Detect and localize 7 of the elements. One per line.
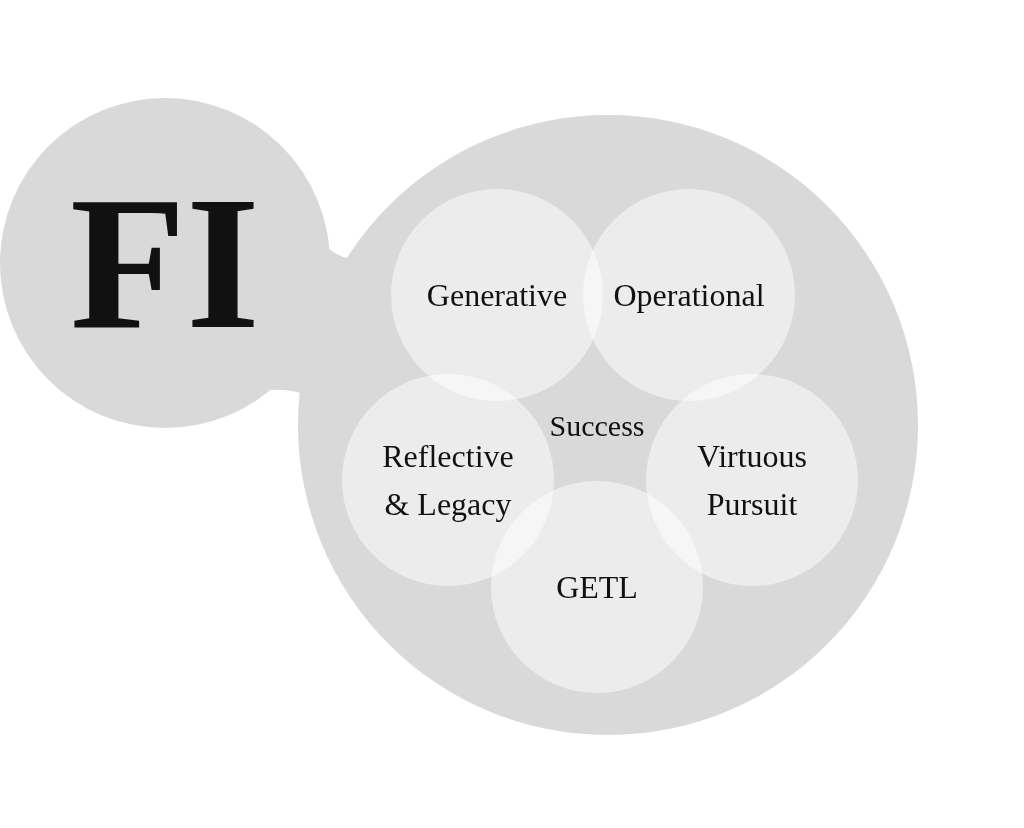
node-label: Success: [548, 407, 646, 444]
node-label: GETL: [555, 568, 639, 607]
node-label: Reflective & Legacy: [381, 437, 515, 524]
node-label: FI: [69, 168, 261, 358]
node-label: Virtuous Pursuit: [695, 437, 809, 524]
node-label: Generative: [425, 276, 569, 315]
node-label: Operational: [612, 276, 766, 315]
